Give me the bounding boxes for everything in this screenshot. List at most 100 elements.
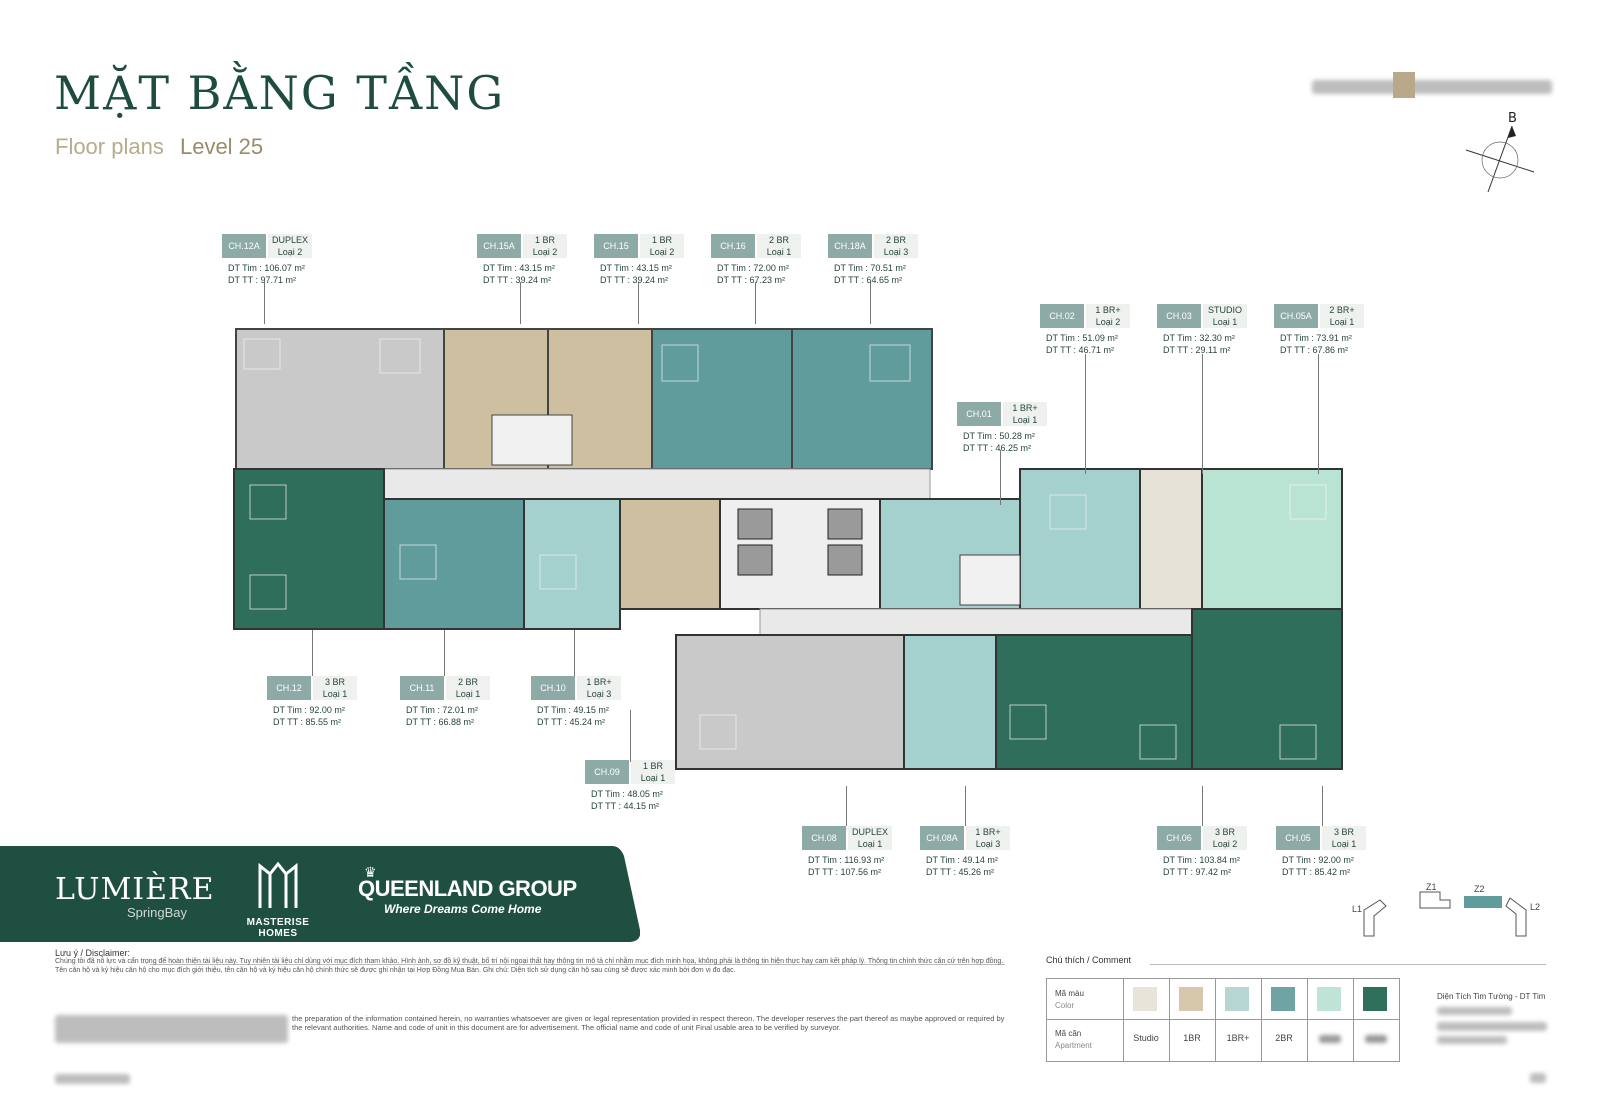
unit-type: 1 BR	[651, 235, 672, 245]
crown-icon: ♛	[364, 864, 377, 880]
legend-divider	[1261, 979, 1262, 1061]
area-tim: DT Tim : 92.00 m²	[273, 705, 345, 715]
legend-color-label: Mã màu Color	[1055, 989, 1084, 1010]
unit-class: Loại 1	[455, 689, 481, 699]
disclaimer-text: Chúng tôi đã nỗ lực và cẩn trọng để hoàn…	[55, 957, 1005, 975]
unit-ch12a-plan[interactable]	[235, 328, 445, 470]
unit-type: DUPLEX	[271, 235, 308, 245]
area-tim: DT Tim : 70.51 m²	[834, 263, 906, 273]
unit-code: CH.05A	[1274, 304, 1318, 328]
page-title: MẶT BẰNG TẦNG	[54, 66, 506, 120]
unit-class: Loại 3	[883, 247, 909, 257]
legend-rule	[1150, 964, 1546, 965]
unit-code: CH.18A	[828, 234, 872, 258]
corridor-upper	[349, 468, 931, 500]
area-tim: DT Tim : 72.01 m²	[406, 705, 478, 715]
unit-code: CH.02	[1040, 304, 1084, 328]
corridor-lower	[759, 608, 1229, 636]
blurred-legend-note-1	[1437, 1007, 1512, 1015]
area-tim: DT Tim : 43.15 m²	[600, 263, 672, 273]
unit-code: CH.08	[802, 826, 846, 850]
unit-ch08-plan[interactable]	[675, 634, 905, 770]
unit-ch16-plan[interactable]	[651, 328, 793, 470]
unit-type: 1 BR+	[586, 677, 612, 687]
legend-apt-name: 2BR	[1275, 1033, 1293, 1043]
legend-apt-name: 1BR+	[1226, 1033, 1250, 1043]
unit-class: Loại 1	[322, 689, 348, 699]
unit-ch03-plan[interactable]	[1139, 468, 1203, 610]
unit-type: 1 BR+	[1095, 305, 1121, 315]
unit-ch06-plan[interactable]	[995, 634, 1193, 770]
unit-ch01-plan[interactable]	[879, 498, 1021, 610]
unit-ch05-plan[interactable]	[1191, 608, 1343, 770]
unit-class: Loại 1	[640, 773, 666, 783]
legend-swatch	[1317, 987, 1341, 1011]
legend-swatch	[1271, 987, 1295, 1011]
lumiere-logo: LUMIÈRE SpringBay	[55, 872, 215, 920]
area-tim: DT Tim : 51.09 m²	[1046, 333, 1118, 343]
blurred-disclaimer	[55, 1015, 288, 1043]
area-tim: DT Tim : 73.91 m²	[1280, 333, 1352, 343]
floor-plan	[233, 328, 1343, 770]
zone-z2: Z2	[1474, 884, 1485, 894]
blurred-legend-note-2	[1437, 1022, 1547, 1031]
unit-ch09-plan[interactable]	[619, 498, 721, 610]
legend-apt-label: Mã căn Apartment	[1055, 1029, 1092, 1050]
unit-code: CH.12	[267, 676, 311, 700]
blurred-logo-strip	[1312, 80, 1552, 94]
unit-ch08a-plan[interactable]	[903, 634, 997, 770]
area-tim: DT Tim : 32.30 m²	[1163, 333, 1235, 343]
area-tt: DT TT : 64.65 m²	[834, 275, 903, 285]
area-tim: DT Tim : 106.07 m²	[228, 263, 305, 273]
subtitle-floor-plans: Floor plans	[55, 134, 164, 159]
area-tt: DT TT : 85.42 m²	[1282, 867, 1351, 877]
masterise-wordmark: MASTERISE HOMES	[246, 917, 310, 939]
legend-apt-name: Studio	[1133, 1033, 1159, 1043]
unit-class: Loại 1	[857, 839, 883, 849]
disclaimer-en: the preparation of the information conta…	[292, 1014, 1005, 1032]
legend-apt-name	[1307, 1033, 1353, 1045]
unit-class: Loại 1	[1012, 415, 1038, 425]
unit-class: Loại 2	[532, 247, 558, 257]
unit-type: 2 BR	[457, 677, 478, 687]
unit-code: CH.11	[400, 676, 444, 700]
subtitle-level: Level 25	[179, 134, 264, 159]
queenland-logo: ♛ QUEENLAND GROUP Where Dreams Come Home	[358, 864, 577, 916]
unit-type: 2 BR+	[1329, 305, 1355, 315]
unit-code: CH.16	[711, 234, 755, 258]
stair-core-right	[959, 554, 1021, 606]
area-tt: DT TT : 46.25 m²	[963, 443, 1032, 453]
lumiere-wordmark: LUMIÈRE	[55, 872, 215, 907]
area-tt: DT TT : 97.42 m²	[1163, 867, 1232, 877]
blurred-apt-name	[1365, 1035, 1387, 1043]
legend-table: Mã màu Color Mã căn Apartment Studio 1BR 1…	[1046, 978, 1400, 1062]
masterise-mark-icon	[258, 861, 298, 908]
unit-ch18a-plan[interactable]	[791, 328, 933, 470]
area-tim: DT Tim : 48.05 m²	[591, 789, 663, 799]
area-tim: DT Tim : 43.15 m²	[483, 263, 555, 273]
unit-ch11-plan[interactable]	[383, 498, 525, 630]
unit-class: Loại 3	[586, 689, 612, 699]
unit-type: 2 BR	[768, 235, 789, 245]
masterise-logo: MASTERISE HOMES	[228, 860, 328, 939]
unit-code: CH.01	[957, 402, 1001, 426]
legend-divider	[1307, 979, 1308, 1061]
unit-ch05a-plan[interactable]	[1201, 468, 1343, 610]
area-tim: DT Tim : 92.00 m²	[1282, 855, 1354, 865]
unit-class: Loại 1	[1212, 317, 1238, 327]
legend-apt-name	[1353, 1033, 1399, 1045]
legend-divider	[1169, 979, 1170, 1061]
disclaimer-vn: Chúng tôi đã nỗ lực và cẩn trọng để hoàn…	[55, 958, 1004, 974]
unit-code: CH.15	[594, 234, 638, 258]
area-tt: DT TT : 85.55 m²	[273, 717, 342, 727]
legend-area-note: Diện Tích Tim Tường - DT Tim	[1437, 992, 1546, 1001]
unit-type: DUPLEX	[851, 827, 888, 837]
unit-ch12-plan[interactable]	[233, 468, 385, 630]
unit-ch02-plan[interactable]	[1019, 468, 1141, 610]
unit-class: Loại 2	[277, 247, 303, 257]
unit-ch10-plan[interactable]	[523, 498, 621, 630]
unit-type: 1 BR	[642, 761, 663, 771]
unit-type: 1 BR+	[975, 827, 1001, 837]
legend-apt-name: 1BR	[1183, 1033, 1201, 1043]
zone-l1: L1	[1352, 904, 1362, 914]
